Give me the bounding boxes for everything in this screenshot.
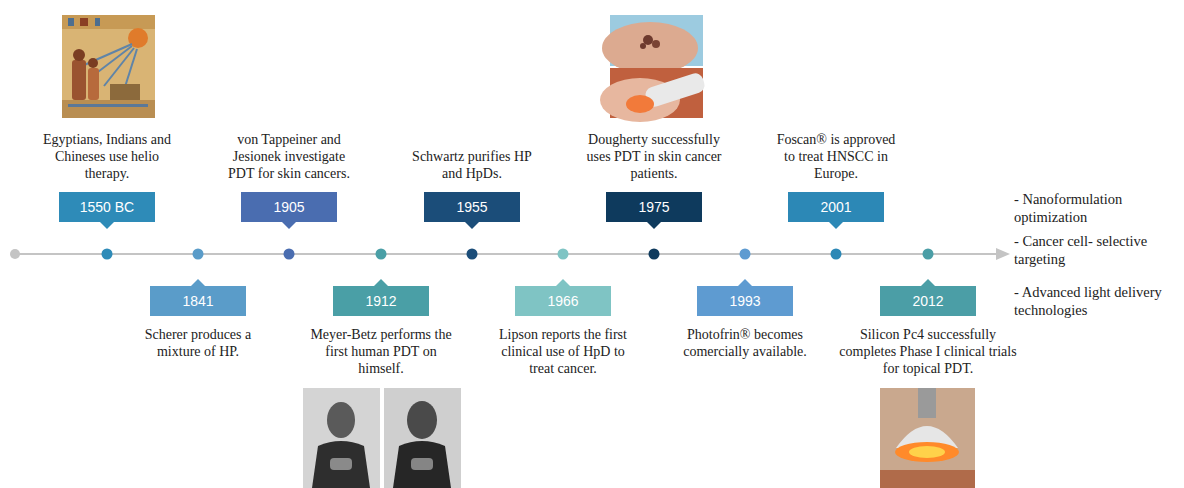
year-box: 1975Dougherty successfully uses PDT in s… [606, 192, 702, 222]
skin-photos [600, 15, 707, 122]
year-box: 1966Lipson reports the first clinical us… [515, 286, 611, 316]
year-label: 1550 BC [80, 199, 134, 215]
event-description: Dougherty successfully uses PDT in skin … [582, 131, 726, 182]
year-box: 1912Meyer-Betz performs the first human … [333, 286, 429, 316]
box-pointer [829, 222, 843, 229]
box-pointer [100, 222, 114, 229]
year-label: 2001 [820, 199, 851, 215]
outlook-note: - Nanoformulation optimization [1014, 190, 1180, 226]
timeline-start [10, 249, 20, 259]
event-description: Photofrin® becomes comercially available… [674, 326, 816, 360]
year-box: 2012Silicon Pc4 successfully completes P… [880, 286, 976, 316]
timeline-dot [376, 249, 387, 260]
event-description: Schwartz purifies HP and HpDs. [410, 148, 534, 182]
event-description: Meyer-Betz performs the first human PDT … [310, 326, 452, 377]
timeline-dot [284, 249, 295, 260]
event-description: Scherer produces a mixture of HP. [138, 326, 258, 360]
year-label: 1905 [273, 199, 304, 215]
meyer-betz-photos [303, 388, 461, 488]
year-box: 1905von Tappeiner and Jesionek investiga… [241, 192, 337, 222]
event-description: von Tappeiner and Jesionek investigate P… [218, 131, 360, 182]
box-pointer [556, 279, 570, 286]
outlook-note: - Cancer cell- selective targeting [1014, 232, 1180, 268]
year-label: 1993 [729, 293, 760, 309]
timeline-dot [193, 249, 204, 260]
year-label: 1975 [638, 199, 669, 215]
year-box: 2001Foscan® is approved to treat HNSCC i… [788, 192, 884, 222]
outlook-note: - Advanced light delivery technologies [1014, 283, 1180, 319]
box-pointer [282, 222, 296, 229]
timeline-dot [102, 249, 113, 260]
year-label: 1841 [182, 293, 213, 309]
event-description: Foscan® is approved to treat HNSCC in Eu… [770, 131, 902, 182]
event-description: Silicon Pc4 successfully completes Phase… [836, 326, 1020, 377]
year-label: 1966 [547, 293, 578, 309]
year-box: 1550 BCEgyptians, Indians and Chineses u… [59, 192, 155, 222]
timeline-dot [649, 249, 660, 260]
timeline-dot [558, 249, 569, 260]
timeline-dot [467, 249, 478, 260]
year-label: 2012 [912, 293, 943, 309]
box-pointer [374, 279, 388, 286]
year-box: 1993Photofrin® becomes comercially avail… [697, 286, 793, 316]
year-box: 1955Schwartz purifies HP and HpDs. [424, 192, 520, 222]
box-pointer [191, 279, 205, 286]
box-pointer [738, 279, 752, 286]
timeline-axis [15, 253, 998, 255]
timeline-arrowhead [996, 248, 1010, 260]
year-label: 1912 [365, 293, 396, 309]
box-pointer [921, 279, 935, 286]
timeline-dot [740, 249, 751, 260]
egyptian-relief [62, 15, 155, 118]
year-box: 1841Scherer produces a mixture of HP. [150, 286, 246, 316]
timeline-dots [102, 249, 934, 260]
event-description: Lipson reports the first clinical use of… [492, 326, 634, 377]
light-device-photo [880, 388, 975, 488]
timeline-dot [831, 249, 842, 260]
event-description: Egyptians, Indians and Chineses use heli… [41, 131, 173, 182]
year-label: 1955 [456, 199, 487, 215]
timeline-dot [923, 249, 934, 260]
box-pointer [465, 222, 479, 229]
box-pointer [647, 222, 661, 229]
